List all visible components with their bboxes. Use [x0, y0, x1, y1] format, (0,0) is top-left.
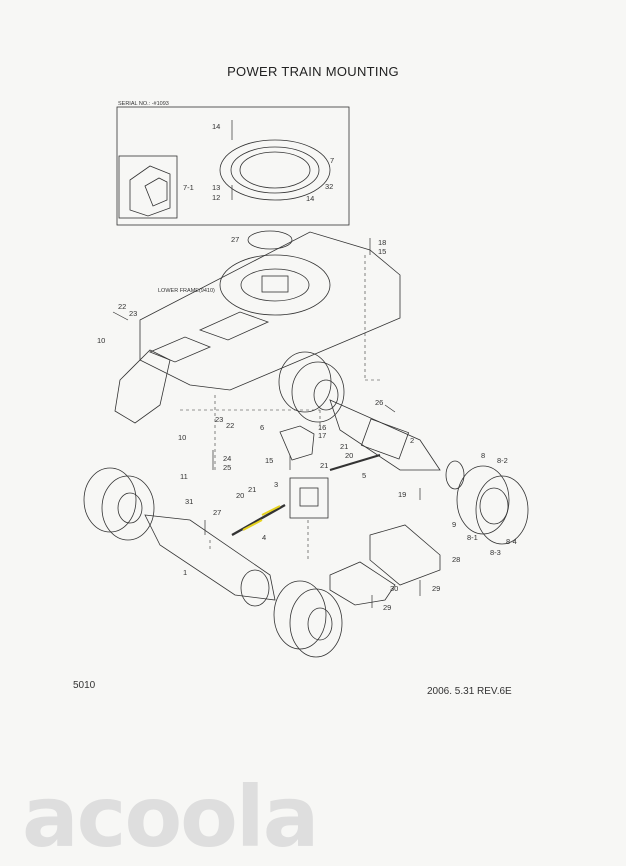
- callout-5: 5: [362, 471, 366, 480]
- callout-31: 31: [185, 497, 193, 506]
- wheel-left-rear: [273, 580, 327, 650]
- callout-14a: 14: [212, 122, 220, 131]
- callout-8: 8: [481, 451, 485, 460]
- serial-label: SERIAL NO.: -#1093: [118, 101, 169, 107]
- callout-28: 28: [452, 555, 460, 564]
- callout-27: 27: [231, 235, 239, 244]
- mount-bracket-30: [329, 561, 396, 606]
- callout-12: 12: [212, 193, 220, 202]
- callout-14b: 14: [306, 194, 314, 203]
- serial-detail-box: [116, 106, 350, 226]
- callout-10a: 10: [97, 336, 105, 345]
- callout-8-3: 8-3: [490, 548, 501, 557]
- callout-7: 7: [330, 156, 334, 165]
- callout-15b: 15: [265, 456, 273, 465]
- callout-7-1: 7-1: [183, 183, 194, 192]
- callout-8-2: 8-2: [497, 456, 508, 465]
- callout-18: 18: [378, 238, 386, 247]
- callout-17: 17: [318, 431, 326, 440]
- front-axle: [144, 514, 276, 601]
- lower-frame: [139, 231, 401, 391]
- callout-1: 1: [183, 568, 187, 577]
- callout-22b: 22: [226, 421, 234, 430]
- callout-20a: 20: [345, 451, 353, 460]
- callout-32: 32: [325, 182, 333, 191]
- wheel-left-front: [83, 467, 137, 533]
- callout-30: 30: [390, 584, 398, 593]
- detail-inset-box: [118, 155, 178, 219]
- callout-21c: 21: [248, 485, 256, 494]
- callout-9: 9: [452, 520, 456, 529]
- callout-29b: 29: [383, 603, 391, 612]
- callout-10b: 10: [178, 433, 186, 442]
- callout-2: 2: [410, 436, 414, 445]
- transmission: [289, 477, 329, 519]
- callout-22a: 22: [118, 302, 126, 311]
- page-title: POWER TRAIN MOUNTING: [227, 64, 399, 79]
- highlight-marks: [242, 505, 281, 531]
- callout-16: 16: [318, 423, 326, 432]
- page-number: 5010: [73, 680, 96, 691]
- o-ring-27: [247, 230, 293, 250]
- callout-24: 24: [223, 454, 231, 463]
- callout-20b: 20: [236, 491, 244, 500]
- acoola-watermark: acoola: [22, 768, 319, 866]
- callout-13: 13: [212, 183, 220, 192]
- callout-6: 6: [260, 423, 264, 432]
- callout-8-1: 8-1: [467, 533, 478, 542]
- callout-29a: 29: [432, 584, 440, 593]
- callout-27b: 27: [213, 508, 221, 517]
- revision-stamp: 2006. 5.31 REV.6E: [427, 686, 512, 697]
- swing-bearing-ring: [219, 139, 331, 201]
- callout-8-4: 8-4: [506, 537, 517, 546]
- callout-26: 26: [375, 398, 383, 407]
- callout-11: 11: [180, 472, 188, 481]
- callout-4: 4: [262, 533, 266, 542]
- callout-15a: 15: [378, 247, 386, 256]
- lower-frame-label: LOWER FRAME(9410): [158, 288, 215, 294]
- callout-21a: 21: [340, 442, 348, 451]
- wheel-right-front: [456, 465, 510, 535]
- callout-3: 3: [274, 480, 278, 489]
- mount-bracket-28: [369, 524, 441, 586]
- callout-21b: 21: [320, 461, 328, 470]
- callout-23b: 23: [215, 415, 223, 424]
- callout-19: 19: [398, 490, 406, 499]
- callout-23a: 23: [129, 309, 137, 318]
- callout-25: 25: [223, 463, 231, 472]
